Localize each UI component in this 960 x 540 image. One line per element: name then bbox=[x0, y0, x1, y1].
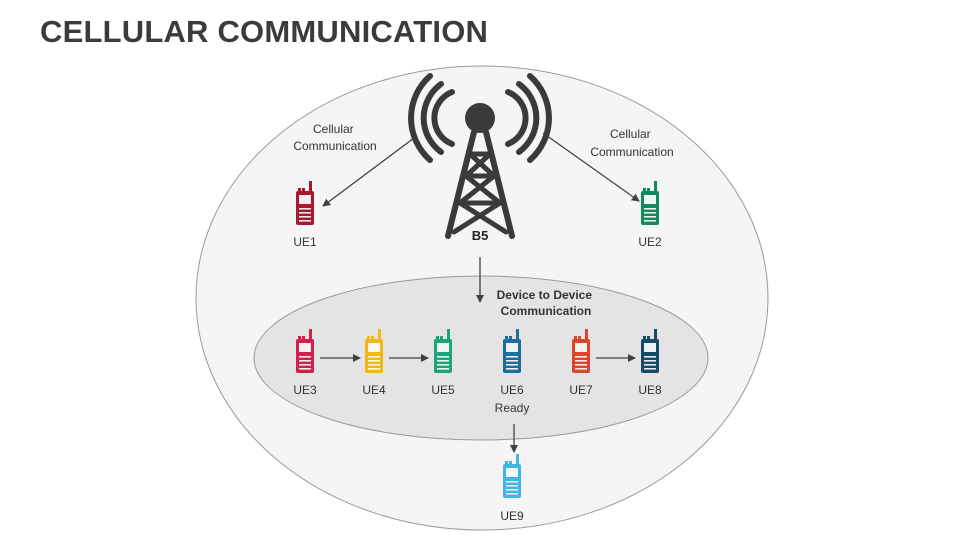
device-ue8: UE8 bbox=[638, 329, 662, 397]
device-ue9: UE9 bbox=[500, 454, 524, 523]
cellular-label-left: Cellular Communication bbox=[293, 122, 376, 153]
device-label: UE4 bbox=[362, 383, 386, 397]
device-ue3: UE3 bbox=[293, 329, 317, 397]
device-ue2: UE2 bbox=[638, 181, 662, 249]
device-ue5: UE5 bbox=[431, 329, 455, 397]
device-label: UE6 bbox=[500, 383, 524, 397]
device-label: UE8 bbox=[638, 383, 662, 397]
device-label: UE9 bbox=[500, 509, 524, 523]
walkie-talkie-icon bbox=[503, 329, 521, 373]
device-ue1: UE1 bbox=[293, 181, 317, 249]
device-label: UE7 bbox=[569, 383, 593, 397]
device-label: UE3 bbox=[293, 383, 317, 397]
device-label: UE2 bbox=[638, 235, 662, 249]
walkie-talkie-icon bbox=[434, 329, 452, 373]
walkie-talkie-icon bbox=[572, 329, 590, 373]
walkie-talkie-icon bbox=[296, 181, 314, 225]
device-ue7: UE7 bbox=[569, 329, 593, 397]
device-label: UE5 bbox=[431, 383, 455, 397]
device-status: Ready bbox=[495, 401, 530, 415]
device-ue4: UE4 bbox=[362, 329, 386, 397]
walkie-talkie-icon bbox=[503, 454, 521, 498]
arrow-tower-to-ue2 bbox=[542, 132, 640, 202]
cellular-label-right: Cellular Communication bbox=[590, 127, 673, 159]
device-label: UE1 bbox=[293, 235, 317, 249]
walkie-talkie-icon bbox=[296, 329, 314, 373]
page-title: CELLULAR COMMUNICATION bbox=[40, 14, 489, 49]
walkie-talkie-icon bbox=[641, 181, 659, 225]
d2d-zone bbox=[253, 275, 709, 441]
walkie-talkie-icon bbox=[365, 329, 383, 373]
tower-label: B5 bbox=[472, 228, 489, 243]
arrow-tower-to-ue1 bbox=[322, 137, 415, 207]
walkie-talkie-icon bbox=[641, 329, 659, 373]
cell-tower-icon bbox=[408, 73, 552, 239]
d2d-label: Device to Device Communication bbox=[497, 288, 596, 318]
